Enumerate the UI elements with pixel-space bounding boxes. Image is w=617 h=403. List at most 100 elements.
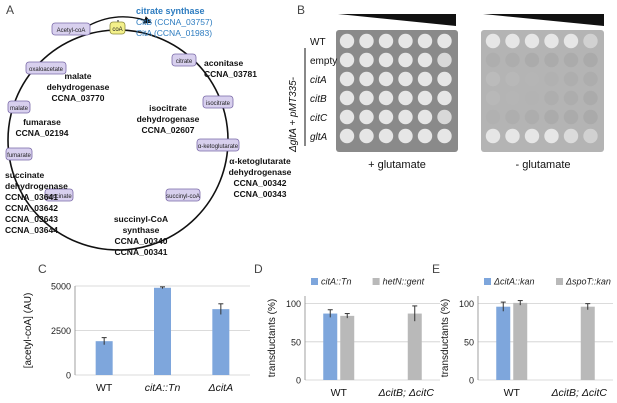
panel-a-letter: A bbox=[6, 3, 14, 17]
growth-spot bbox=[583, 52, 598, 68]
growth-spot bbox=[378, 90, 394, 106]
svg-text:CCNA_00341: CCNA_00341 bbox=[115, 247, 168, 257]
panel-d-letter: D bbox=[254, 262, 263, 276]
enzyme-fumarase: fumarase CCNA_02194 bbox=[16, 117, 69, 138]
svg-text:citrate: citrate bbox=[176, 59, 193, 65]
growth-spot bbox=[524, 90, 540, 106]
growth-spot bbox=[359, 71, 374, 87]
enzyme-succinylcoa-synthase: succinyl-CoA synthase CCNA_00340 CCNA_00… bbox=[114, 214, 168, 257]
svg-text:succinate: succinate bbox=[46, 194, 72, 200]
x-tick-label: ΔcitB; ΔcitC bbox=[550, 387, 607, 399]
strain-row-label: empty bbox=[310, 56, 337, 67]
growth-spot bbox=[544, 71, 559, 87]
growth-spot bbox=[583, 33, 598, 49]
y-axis-label: [acetyl-coA] (AU) bbox=[23, 293, 34, 369]
legend-label: ΔcitA::kan bbox=[493, 277, 535, 287]
y-tick-label: 50 bbox=[464, 337, 474, 347]
dilution-wedge-left bbox=[338, 14, 456, 26]
y-tick-label: 0 bbox=[66, 371, 71, 381]
citB-gene: CitB (CCNA_03757) bbox=[136, 17, 213, 27]
enzyme-malate-dehydrogenase: malate dehydrogenase CCNA_03770 bbox=[47, 71, 110, 103]
metabolite-oxaloacetate: oxaloacetate bbox=[25, 61, 67, 75]
growth-spot bbox=[417, 90, 433, 106]
metabolite-isocitrate: isocitrate bbox=[202, 95, 234, 109]
growth-spot bbox=[505, 109, 520, 125]
y-tick-label: 2500 bbox=[51, 326, 71, 336]
growth-spot bbox=[437, 71, 452, 87]
growth-spot bbox=[563, 33, 579, 49]
growth-spot bbox=[417, 128, 433, 144]
growth-spot bbox=[563, 109, 579, 125]
bar bbox=[580, 306, 595, 380]
growth-spot bbox=[524, 128, 540, 144]
svg-text:dehydrogenase: dehydrogenase bbox=[47, 82, 110, 92]
growth-spot bbox=[505, 90, 520, 106]
growth-spot bbox=[544, 33, 559, 49]
svg-text:synthase: synthase bbox=[123, 225, 160, 235]
growth-spot bbox=[398, 33, 413, 49]
y-tick-label: 0 bbox=[469, 376, 474, 386]
enzyme-isocitrate-dehydrogenase: isocitrate dehydrogenase CCNA_02607 bbox=[137, 103, 200, 135]
strain-row-label: gltA bbox=[310, 132, 328, 143]
growth-spot bbox=[378, 52, 394, 68]
y-tick-label: 100 bbox=[286, 299, 301, 309]
dilution-wedge-right bbox=[483, 14, 604, 26]
growth-spot bbox=[359, 109, 374, 125]
metabolite-fumarate: fumarate bbox=[5, 147, 33, 161]
growth-spot bbox=[563, 71, 579, 87]
panel-a: A Acetyl-coA coA citrate oxaloacetate ma… bbox=[5, 3, 292, 257]
growth-spot bbox=[563, 90, 579, 106]
growth-spot bbox=[524, 71, 540, 87]
strain-row-label: WT bbox=[310, 37, 326, 48]
svg-text:α-ketoglutarate: α-ketoglutarate bbox=[198, 144, 239, 150]
y-axis-label: transductants (%) bbox=[440, 299, 451, 377]
svg-text:coA: coA bbox=[112, 27, 122, 33]
strain-row-label: citB bbox=[310, 94, 327, 105]
legend-label: citA::Tn bbox=[321, 277, 352, 287]
growth-spot bbox=[485, 71, 501, 87]
svg-text:α-ketoglutarate: α-ketoglutarate bbox=[229, 156, 291, 166]
growth-spot bbox=[524, 33, 540, 49]
strain-row-label: citA bbox=[310, 75, 327, 86]
growth-spot bbox=[524, 52, 540, 68]
growth-spot bbox=[437, 52, 452, 68]
growth-spot bbox=[583, 109, 598, 125]
x-tick-label: ΔcitA bbox=[208, 382, 234, 394]
svg-text:CCNA_02194: CCNA_02194 bbox=[16, 128, 69, 138]
svg-text:aconitase: aconitase bbox=[204, 58, 243, 68]
svg-text:CCNA_03644: CCNA_03644 bbox=[5, 225, 58, 235]
growth-spot bbox=[339, 90, 355, 106]
svg-text:CCNA_03642: CCNA_03642 bbox=[5, 203, 58, 213]
growth-spot bbox=[583, 71, 598, 87]
growth-spot bbox=[359, 52, 374, 68]
growth-spot bbox=[378, 71, 394, 87]
legend-swatch bbox=[372, 278, 380, 285]
svg-text:dehydrogenase: dehydrogenase bbox=[137, 114, 200, 124]
x-tick-label: ΔcitB; ΔcitC bbox=[377, 387, 434, 399]
svg-text:isocitrate: isocitrate bbox=[206, 101, 231, 107]
growth-spot bbox=[398, 128, 413, 144]
svg-text:CCNA_00342: CCNA_00342 bbox=[234, 178, 287, 188]
legend-label: hetN::gent bbox=[383, 277, 425, 287]
metabolite-acetyl-coa: Acetyl-coA bbox=[51, 22, 91, 36]
bar bbox=[212, 309, 230, 375]
growth-spot bbox=[339, 109, 355, 125]
growth-spot bbox=[359, 33, 374, 49]
metabolite-citrate: citrate bbox=[171, 53, 197, 67]
bar bbox=[407, 313, 422, 380]
bar bbox=[154, 287, 171, 375]
svg-text:Acetyl-coA: Acetyl-coA bbox=[57, 28, 86, 34]
metabolite-coa: coA bbox=[109, 21, 126, 35]
y-axis-label: transductants (%) bbox=[267, 299, 278, 377]
metabolite-malate: malate bbox=[7, 100, 31, 114]
growth-spot bbox=[339, 52, 355, 68]
growth-spot bbox=[485, 128, 501, 144]
svg-text:fumarate: fumarate bbox=[7, 153, 31, 159]
growth-spot bbox=[398, 52, 413, 68]
y-tick-label: 0 bbox=[296, 376, 301, 386]
growth-spot bbox=[398, 90, 413, 106]
growth-spot bbox=[544, 52, 559, 68]
plate-plus-glutamate-spots bbox=[339, 33, 452, 144]
